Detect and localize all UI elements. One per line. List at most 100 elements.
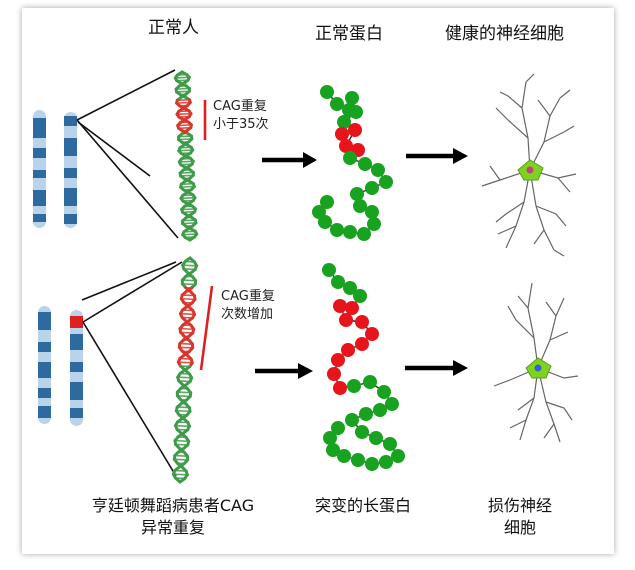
chromosome-pair-disease — [38, 306, 83, 426]
dna-rung — [175, 76, 190, 79]
caption-patient-line1: 亨廷顿舞蹈病患者CAG — [91, 496, 255, 515]
dna-rung — [178, 149, 193, 152]
dna-helix-expanded — [171, 256, 199, 484]
cag-label-disease: CAG重复 次数增加 — [221, 288, 275, 324]
protein-mutant-bead-green — [331, 421, 345, 435]
protein-mutant-bead-green — [385, 397, 399, 411]
arrow-dna-to-protein-normal — [262, 152, 317, 168]
dna-rung — [179, 342, 193, 345]
dna-rung — [182, 279, 196, 282]
protein-normal-bead-green — [312, 205, 326, 219]
header-normal-protein: 正常蛋白 — [315, 24, 383, 44]
neuron-dendrite — [557, 177, 571, 193]
protein-normal-bead-green — [358, 157, 372, 171]
protein-mutant-bead-green — [383, 437, 397, 451]
protein-mutant-bead-green — [343, 281, 357, 295]
protein-normal-bead-red — [339, 139, 353, 153]
neuron-dendrite — [533, 229, 545, 245]
protein-mutant-bead-red — [355, 315, 369, 329]
protein-mutant-bead-green — [369, 431, 383, 445]
neuron-dendrite — [543, 423, 555, 439]
protein-normal-bead-red — [335, 127, 349, 141]
chromosome-disease-left — [38, 306, 51, 424]
neuron-dendrite — [545, 301, 557, 317]
dna-rung — [174, 454, 188, 457]
protein-normal-bead-green — [343, 151, 357, 165]
protein-mutant-bead-green — [331, 275, 345, 289]
dna-rung — [177, 124, 192, 127]
dna-rung — [174, 439, 189, 443]
neuron-dendrite — [537, 367, 561, 443]
cag-label-disease-line1: CAG重复 — [221, 289, 275, 304]
cag-label-normal-line2: 小于35次 — [213, 117, 269, 132]
protein-mutant-bead-red — [365, 327, 379, 341]
protein-normal-bead-green — [353, 199, 367, 213]
neuron-dendrite — [497, 225, 517, 235]
neuron-nucleus — [526, 166, 534, 174]
neuron-dendrite — [499, 91, 523, 109]
figure-card — [22, 8, 614, 554]
protein-normal-bead-green — [357, 227, 371, 241]
protein-mutant-bead-green — [353, 289, 367, 303]
protein-mutant-bead-green — [326, 443, 340, 457]
protein-mutant-bead-green — [391, 449, 405, 463]
dna-rung — [182, 264, 197, 267]
dna-rung — [178, 361, 193, 364]
zoom-lines-normal — [76, 69, 179, 239]
dna-rung — [180, 196, 196, 200]
protein-mutant-bead-red — [345, 301, 359, 315]
dna-rung — [176, 112, 192, 116]
protein-normal-bead-green — [365, 181, 379, 195]
chromosome-pair-normal — [33, 110, 77, 228]
dna-strand-b — [183, 235, 192, 242]
dna-rung — [177, 391, 191, 394]
dna-rung — [173, 473, 188, 476]
protein-normal-bead-green — [349, 105, 363, 119]
protein-mutant-bead-red — [327, 367, 341, 381]
protein-mutant-bead-green — [323, 431, 337, 445]
neuron-dendrite — [489, 165, 501, 181]
protein-mutant-bead-green — [347, 379, 361, 393]
protein-mutant-bead-green — [365, 457, 379, 471]
cag-label-disease-line2: 次数增加 — [221, 307, 274, 322]
dna-rung — [182, 283, 196, 286]
protein-mutant-bead-red — [333, 299, 347, 313]
neuron-dendrite — [549, 331, 569, 341]
dna-rung — [176, 101, 191, 104]
protein-normal-bead-green — [330, 97, 344, 111]
cag-label-normal: CAG重复 小于35次 — [213, 98, 269, 134]
protein-normal-bead-green — [343, 225, 357, 239]
chromosome-disease-right — [70, 310, 83, 426]
protein-mutant-bead-red — [355, 337, 369, 351]
protein-mutant-bead-red — [339, 313, 353, 327]
dna-rung — [174, 458, 188, 461]
protein-normal-bead-green — [350, 187, 364, 201]
dna-rung — [180, 312, 195, 316]
cag-bar-expanded — [199, 285, 214, 371]
protein-mutant-bead-green — [345, 413, 359, 427]
neuron-dendrite — [517, 295, 529, 309]
damaged-neuron-icon — [493, 282, 579, 443]
dna-helix-normal — [173, 70, 199, 242]
neuron-dendrite — [509, 419, 527, 429]
neuron-dendrite — [507, 305, 535, 339]
protein-normal-bead-green — [371, 163, 385, 177]
caption-patient-line2: 异常重复 — [140, 518, 205, 537]
protein-mutant-bead-green — [377, 385, 391, 399]
protein-chain-mutant — [322, 263, 405, 471]
neuron-dendrite — [545, 401, 573, 421]
protein-normal-bead-red — [348, 123, 362, 137]
neuron-dendrite — [527, 282, 539, 369]
protein-normal-bead-green — [367, 217, 381, 231]
header-healthy-neuron: 健康的神经细胞 — [445, 24, 564, 44]
protein-normal-bead-green — [320, 195, 334, 209]
protein-mutant-bead-green — [363, 375, 377, 389]
neuron-dendrite — [517, 397, 535, 411]
protein-mutant-bead-red — [341, 343, 355, 357]
neuron-dendrite — [525, 73, 535, 83]
neuron-dendrite — [535, 205, 567, 227]
protein-normal-bead-green — [345, 91, 359, 105]
protein-mutant-bead-green — [379, 455, 393, 469]
dna-rung — [181, 297, 196, 301]
